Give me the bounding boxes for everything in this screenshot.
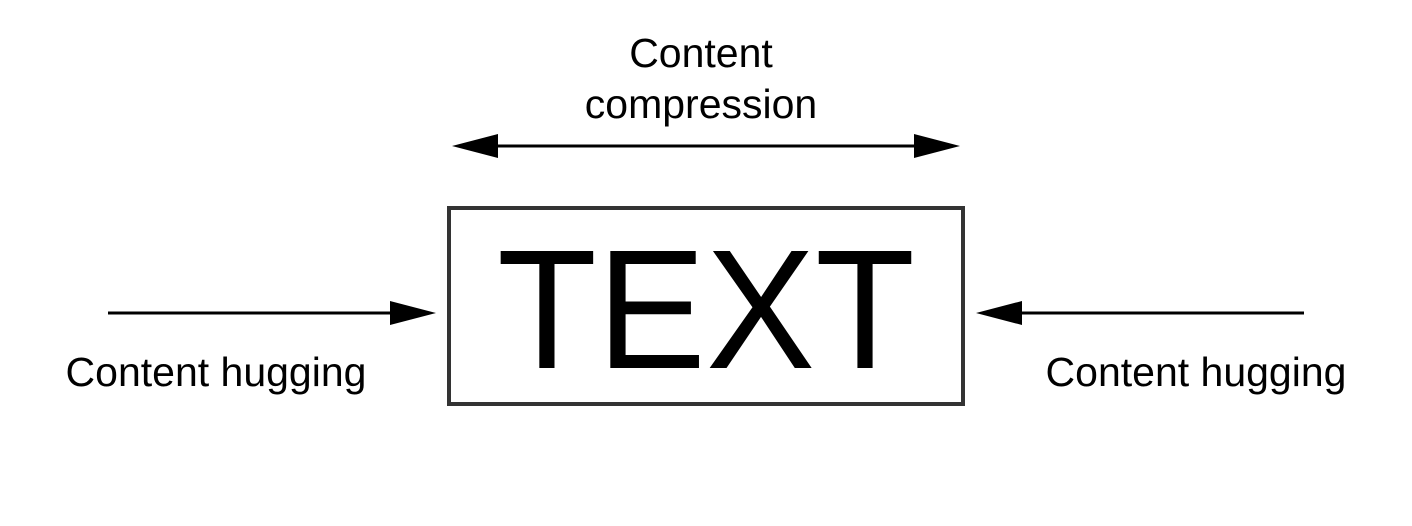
hugging-right-label: Content hugging [1046, 349, 1347, 395]
hugging-left-label: Content hugging [66, 349, 367, 395]
compression-label-line1: Content [629, 30, 773, 76]
text-box-label: TEXT [497, 215, 915, 405]
hugging-left-arrow-icon [108, 301, 436, 325]
compression-arrow-icon [452, 134, 960, 158]
text-box: TEXT [447, 206, 965, 406]
hugging-right-arrow-icon [976, 301, 1304, 325]
text-box-border [447, 206, 965, 406]
compression-label-line2: compression [585, 81, 817, 127]
